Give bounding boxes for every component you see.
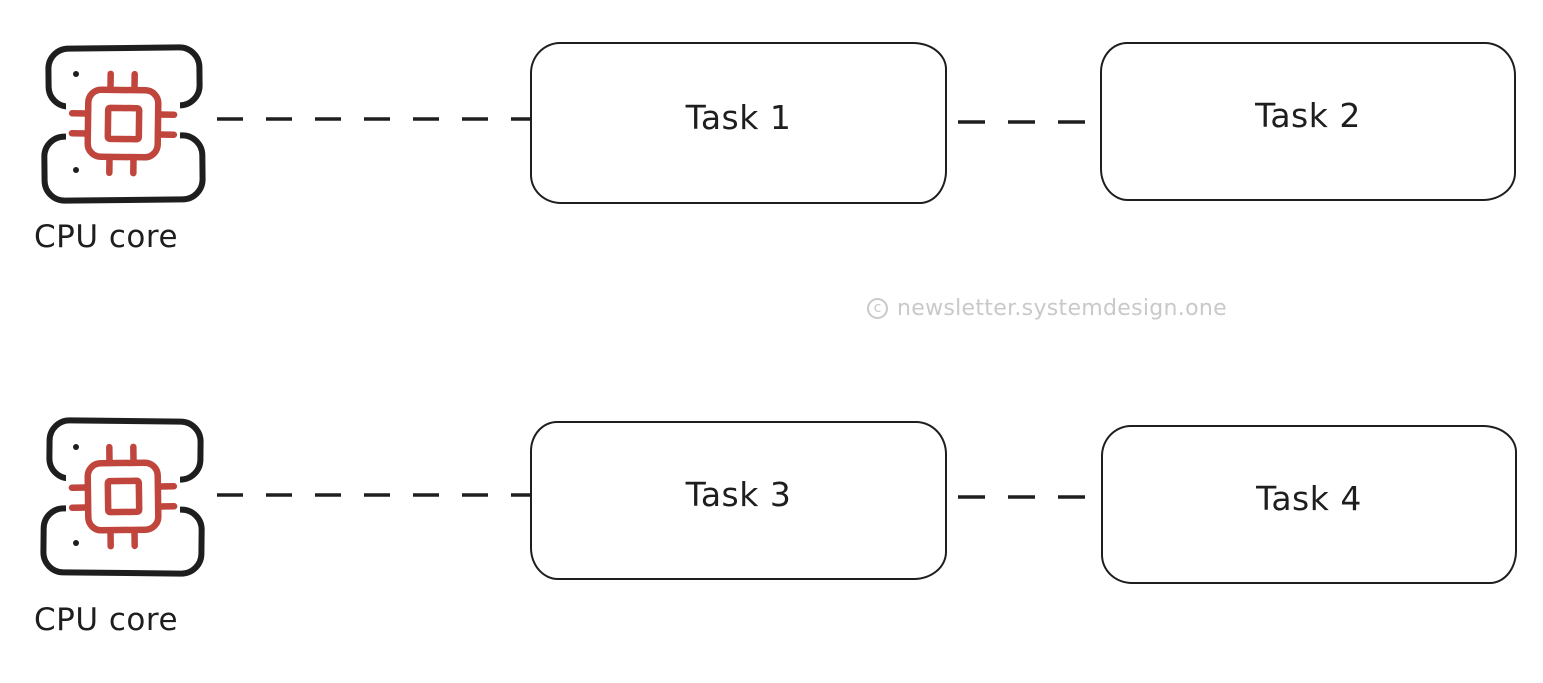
task-box-4: Task 4 xyxy=(1101,425,1517,584)
chip-halo xyxy=(66,441,180,553)
microchip-icon xyxy=(68,70,178,177)
task-3-label: Task 3 xyxy=(685,475,792,514)
cpu-core-label: CPU core xyxy=(34,602,179,638)
microchip-icon xyxy=(68,443,178,550)
task-box-1: Task 1 xyxy=(530,42,947,204)
dashed-connector-task3-task4 xyxy=(958,495,1087,499)
task-1-label: Task 1 xyxy=(685,97,792,137)
task-2-label: Task 2 xyxy=(1255,96,1361,135)
task-box-3: Task 3 xyxy=(530,421,947,580)
cpu-core-label: CPU core xyxy=(34,219,179,255)
cpu-core-icon xyxy=(41,44,206,204)
copyright-icon: c xyxy=(867,298,888,319)
dashed-connector-cpu2-task3 xyxy=(217,493,530,497)
dashed-connector-task1-task2 xyxy=(958,120,1087,124)
task-box-2: Task 2 xyxy=(1100,42,1516,201)
task-4-label: Task 4 xyxy=(1256,479,1362,518)
cpu-core-icon xyxy=(40,417,205,577)
chip-halo xyxy=(66,68,180,180)
watermark: c newsletter.systemdesign.one xyxy=(867,296,1227,321)
dashed-connector-cpu1-task1 xyxy=(217,117,530,121)
watermark-text: newsletter.systemdesign.one xyxy=(897,296,1227,321)
